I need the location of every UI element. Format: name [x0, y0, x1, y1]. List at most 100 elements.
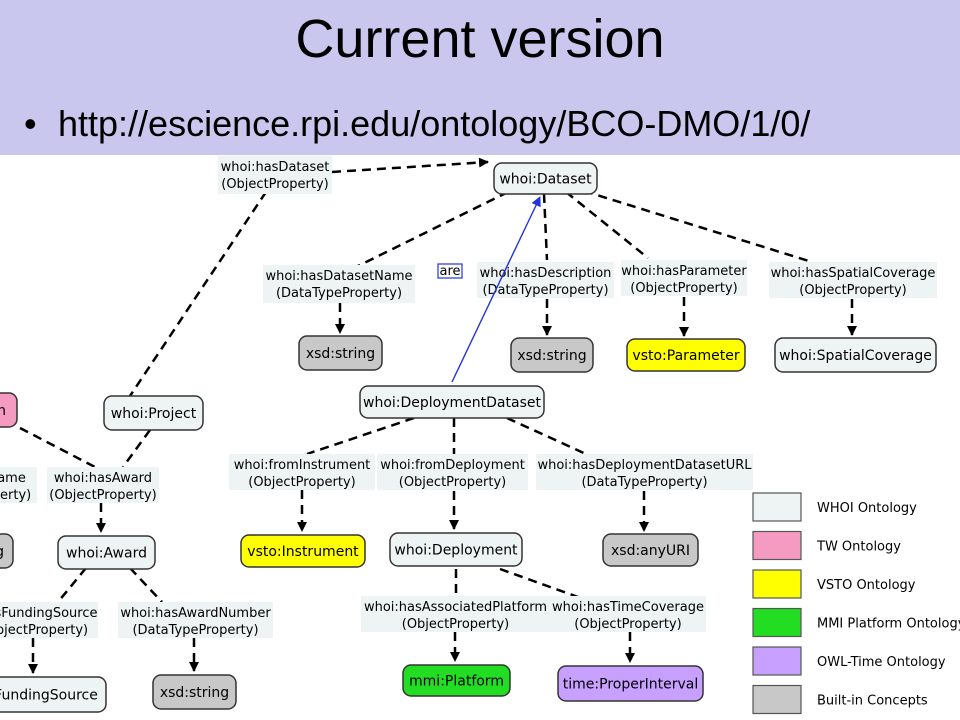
legend-label: MMI Platform Ontology [817, 617, 960, 632]
property-label: whoi:hasParameter (ObjectProperty) [621, 260, 747, 296]
class-node-label: mmi:Platform [409, 674, 504, 690]
property-name: whoi:hasTimeCoverage [552, 600, 704, 615]
legend-label: TW Ontology [816, 540, 901, 555]
property-type: perty) [0, 488, 31, 503]
property-label: whoi:hasAssociatedPlatform(ObjectPropert… [361, 596, 550, 632]
relation-edge [542, 193, 549, 261]
class-node-box [57, 535, 156, 570]
class-node-box [0, 533, 14, 569]
class-node-label: vsto:Parameter [632, 348, 739, 364]
property-type: (DataTypeProperty) [276, 286, 402, 301]
relation-edge [129, 567, 163, 603]
class-node-box [103, 395, 204, 431]
property-name: whoi:hasDataset [221, 160, 330, 175]
legend-item: TW Ontology [752, 530, 901, 561]
relation-edge [331, 157, 489, 174]
legend-item: VSTO Ontology [752, 569, 916, 599]
class-node-box [240, 534, 366, 568]
class-node-label: whoi:DeploymentDataset [363, 395, 541, 411]
legend-swatch [752, 530, 802, 561]
property-name: whoi:hasDescription [480, 266, 612, 281]
class-node: xsd:string [298, 335, 383, 371]
class-node: FundingSource [0, 676, 107, 713]
class-node-box [389, 532, 523, 567]
class-node-label: n [0, 403, 6, 419]
property-name: whoi:hasAward [54, 471, 152, 486]
class-node: whoi:Dataset [493, 162, 598, 195]
class-node-box [0, 676, 107, 713]
relation-edge [306, 416, 415, 456]
property-label: whoi:hasTimeCoverage(ObjectProperty) [550, 596, 706, 632]
class-node: whoi:Deployment [389, 532, 523, 567]
class-node-box [0, 392, 18, 428]
are-label: are [439, 264, 460, 279]
class-node-box [359, 385, 545, 419]
property-name: whoi:fromInstrument [234, 458, 371, 473]
relation-edge [565, 191, 649, 259]
bullet-item: • http://escience.rpi.edu/ontology/BCO-DM… [24, 103, 810, 145]
property-label-bg [47, 467, 159, 503]
class-node: time:ProperInterval [557, 665, 704, 702]
diagram-edges [19, 157, 857, 674]
class-node-label: xsd:string [517, 348, 586, 364]
property-label-bg [229, 454, 375, 490]
property-label-bg [218, 156, 332, 194]
class-node-label: vsto:Instrument [247, 544, 359, 560]
property-type: bjectProperty) [0, 623, 88, 638]
property-label-bg [361, 596, 550, 632]
class-node-label: whoi:Award [66, 546, 147, 562]
class-node: whoi:SpatialCoverage [774, 337, 937, 373]
property-label: whoi:hasSpatialCoverage (ObjectProperty) [769, 262, 937, 298]
class-node: g [0, 533, 14, 569]
class-node: n [0, 392, 18, 428]
property-label: whoi:hasDescription (DataTypeProperty) [477, 262, 614, 298]
legend-item: WHOI Ontology [752, 492, 917, 522]
relation-edge [583, 189, 813, 264]
legend-swatch [752, 492, 802, 522]
relation-edge [506, 416, 587, 456]
property-type: (ObjectProperty) [630, 281, 738, 296]
class-node-box [493, 162, 598, 195]
relation-edge [128, 191, 268, 397]
property-name: whoi:hasParameter [621, 264, 747, 279]
property-name: whoi:hasAssociatedPlatform [364, 600, 547, 615]
legend-swatch [752, 607, 802, 638]
class-node-box [402, 664, 511, 697]
class-node-box [602, 533, 699, 567]
property-type: (ObjectProperty) [248, 475, 356, 490]
class-node-label: FundingSource [0, 688, 98, 704]
property-name: whoi:hasDatasetName [265, 269, 412, 284]
property-label-bg [621, 260, 747, 296]
ontology-diagram: whoi:hasDataset(ObjectProperty)whoi:hasD… [0, 156, 960, 715]
class-node-box [510, 337, 594, 373]
relation-edge [19, 426, 96, 469]
property-type: (ObjectProperty) [799, 283, 907, 298]
class-node-box [774, 337, 937, 373]
property-label-bg [263, 265, 415, 303]
class-node: xsd:string [152, 674, 237, 710]
class-node-label: whoi:Dataset [499, 172, 592, 188]
class-node-label: xsd:anyURI [611, 543, 690, 559]
property-type: (ObjectProperty) [399, 475, 507, 490]
relation-edge [121, 429, 152, 468]
relation-edge [357, 190, 509, 268]
property-label: whoi:hasDeploymentDatasetURL(DataTypePro… [536, 454, 753, 490]
legend-label: VSTO Ontology [817, 578, 916, 593]
class-node: whoi:Award [57, 535, 156, 570]
property-type: (DataTypeProperty) [482, 283, 608, 298]
property-label: ame perty) [0, 467, 37, 503]
are-label-box [437, 263, 463, 279]
property-label: whoi:hasDataset(ObjectProperty) [218, 156, 332, 194]
property-label-bg [377, 454, 528, 490]
class-node-box [557, 665, 704, 702]
property-name: whoi:hasSpatialCoverage [771, 266, 936, 281]
legend-label: Built-in Concepts [817, 694, 928, 709]
bullet-dot: • [24, 103, 37, 144]
class-node: xsd:string [510, 337, 594, 373]
property-name: ame [0, 471, 26, 486]
class-node: vsto:Parameter [626, 338, 746, 372]
slide-header: Current version •http://escience.rpi.edu… [0, 0, 960, 155]
bullet-url: http://escience.rpi.edu/ontology/BCO-DMO… [58, 103, 811, 144]
legend-label: OWL-Time Ontology [817, 655, 946, 670]
